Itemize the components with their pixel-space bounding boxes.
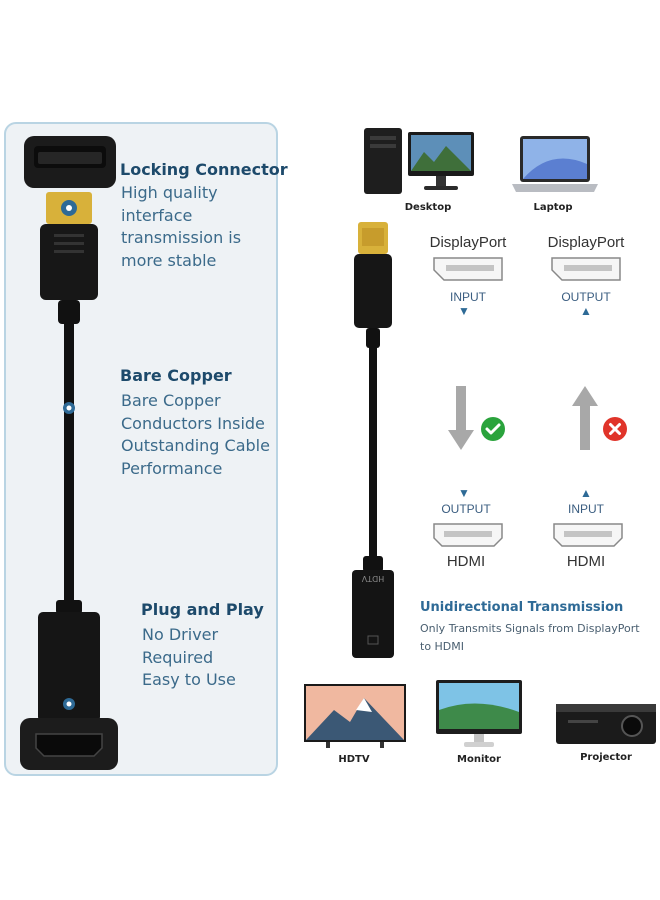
projector-icon (556, 704, 656, 744)
arrow-down-icon (448, 386, 474, 450)
hdmi-right-label: HDMI (566, 553, 606, 570)
feature-desc-locking: High quality interface transmission is m… (121, 182, 241, 272)
dp-left-dir: INPUT (450, 290, 486, 304)
feature-desc-plug: No Driver Required Easy to Use (142, 624, 236, 692)
monitor-icon (436, 680, 522, 747)
unidirectional-desc: Only Transmits Signals from DisplayPort … (420, 620, 640, 656)
hdmi-right-dir: INPUT (568, 502, 604, 516)
unidirectional-desc-line: Only Transmits Signals from DisplayPort (420, 622, 640, 635)
down-triangle-icon: ▼ (458, 486, 470, 500)
arrow-up-icon (572, 386, 598, 450)
down-triangle-icon: ▼ (458, 304, 470, 318)
cross-icon (603, 417, 627, 441)
up-triangle-icon: ▲ (580, 486, 592, 500)
hdtv-label: HDTV (338, 754, 370, 765)
feature-desc-line: Required (142, 647, 214, 667)
up-triangle-icon: ▲ (580, 304, 592, 318)
feature-desc-line: more stable (121, 250, 217, 270)
unidirectional-desc-line: to HDMI (420, 640, 465, 653)
dp-right-label: DisplayPort (547, 234, 625, 251)
feature-desc-line: transmission is (121, 228, 242, 247)
feature-desc-line: Outstanding Cable (121, 436, 270, 455)
displayport-icon (551, 257, 621, 281)
hdmi-left-dir: OUTPUT (441, 502, 491, 516)
laptop-label: Laptop (533, 202, 573, 213)
feature-desc-line: High quality (121, 183, 218, 202)
adapter-cable-image (20, 136, 118, 770)
feature-desc-copper: Bare Copper Conductors Inside Outstandin… (121, 390, 270, 480)
adapter-image (352, 222, 394, 658)
check-icon (481, 417, 505, 441)
desktop-icon (364, 128, 474, 194)
feature-desc-line: Easy to Use (142, 670, 236, 689)
dp-right-dir: OUTPUT (561, 290, 611, 304)
hdtv-icon (304, 684, 406, 748)
unidirectional-title: Unidirectional Transmission (420, 600, 624, 615)
desktop-label: Desktop (404, 202, 452, 213)
projector-label: Projector (580, 752, 632, 763)
feature-desc-line: interface (121, 205, 193, 225)
feature-desc-line: Bare Copper (121, 391, 221, 410)
feature-desc-line: Conductors Inside (121, 413, 265, 433)
hdmi-port-icon (433, 523, 503, 547)
adapter-printed-text: HDTV (361, 574, 385, 583)
displayport-icon (433, 257, 503, 281)
hdmi-port-icon (553, 523, 623, 547)
laptop-icon (512, 136, 598, 192)
feature-desc-line: Performance (121, 458, 223, 478)
feature-desc-line: No Driver (142, 625, 219, 644)
monitor-label: Monitor (457, 754, 501, 765)
feature-title-copper: Bare Copper (120, 366, 232, 385)
feature-title-locking: Locking Connector (120, 160, 288, 179)
hdmi-left-label: HDMI (446, 553, 486, 570)
feature-title-plug: Plug and Play (141, 600, 264, 619)
dp-left-label: DisplayPort (429, 234, 507, 251)
